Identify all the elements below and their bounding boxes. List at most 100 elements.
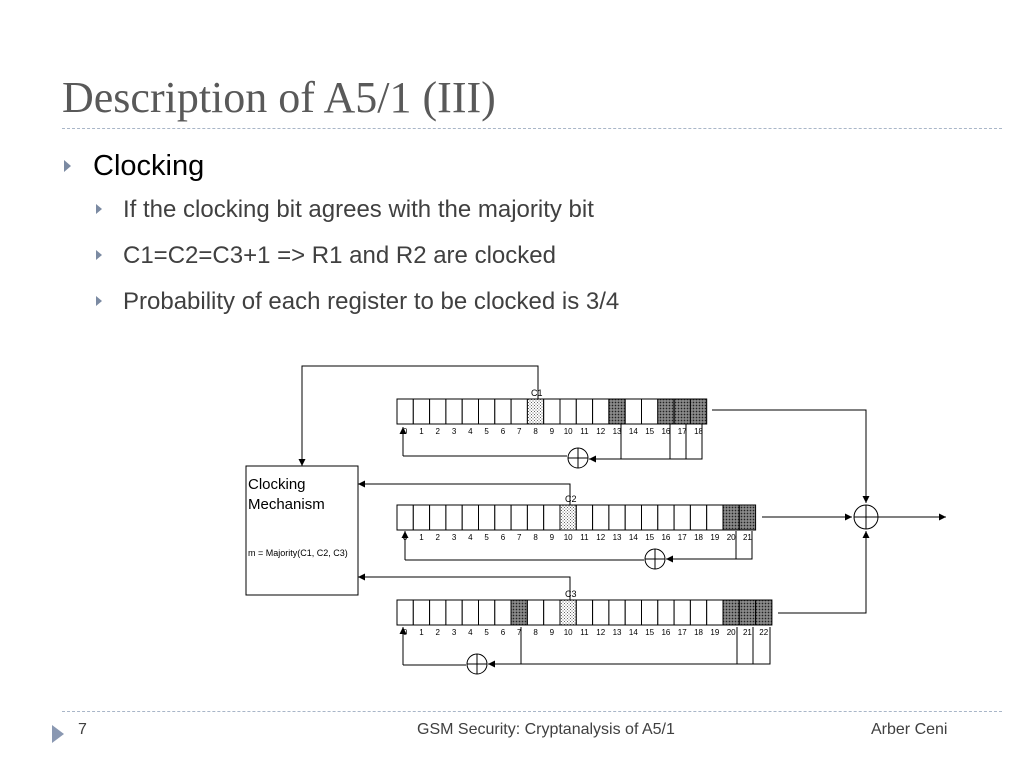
cell-index-label: 2: [436, 427, 441, 436]
subbullet-item: Probability of each register to be clock…: [60, 279, 619, 325]
register-cell: [608, 599, 626, 626]
cell-index-label: 1: [419, 427, 424, 436]
r3-output-line: [778, 531, 870, 614]
subbullet-item: C1=C2=C3+1 => R1 and R2 are clocked: [60, 233, 619, 279]
cell-index-label: 5: [484, 533, 489, 542]
register-cell: [738, 504, 757, 531]
register-cell: [641, 599, 659, 626]
cell-index-label: 4: [468, 427, 473, 436]
bullet-arrow-icon: [96, 296, 102, 306]
register-cell: [706, 504, 724, 531]
cell-index-label: 3: [452, 533, 457, 542]
register-cell: [592, 599, 610, 626]
title-divider: [62, 128, 1002, 129]
cell-index-label: 3: [452, 628, 457, 637]
cell-index-label: 7: [517, 533, 522, 542]
register-cell: [526, 599, 545, 626]
register-cell: [592, 504, 610, 531]
cell-index-label: 7: [517, 628, 522, 637]
footer-divider: [62, 711, 1002, 712]
register-cell: [689, 504, 708, 531]
register-cell: [706, 599, 724, 626]
slide-title: Description of A5/1 (III): [62, 73, 496, 122]
r1-output-line: [712, 409, 870, 503]
cell-index-label: 5: [484, 628, 489, 637]
cell-index-label: 14: [629, 628, 638, 637]
cell-index-label: 10: [564, 628, 573, 637]
register-cell: [510, 398, 528, 425]
register-cell: [445, 599, 463, 626]
register-cell: [461, 504, 480, 531]
register-cell: [461, 599, 480, 626]
cell-index-label: 9: [550, 427, 555, 436]
register-cell: [559, 504, 577, 531]
register-cell: [526, 398, 545, 425]
cell-index-label: 12: [596, 427, 605, 436]
subbullet-text: C1=C2=C3+1 => R1 and R2 are clocked: [123, 242, 556, 269]
cell-index-label: 19: [710, 628, 719, 637]
register-cell: [559, 599, 577, 626]
register-cell: [673, 599, 691, 626]
register-cell: [543, 398, 561, 425]
register-cell: [429, 398, 447, 425]
register-cell: [445, 504, 463, 531]
register-cell: [396, 398, 414, 425]
register-cell: [396, 504, 414, 531]
cell-index-label: 7: [517, 427, 522, 436]
cell-index-label: 21: [743, 628, 752, 637]
clock-box-line2: Mechanism: [248, 496, 325, 513]
cell-index-label: 11: [580, 533, 589, 542]
register-cell: [689, 398, 708, 425]
register-cell: [575, 599, 594, 626]
cell-index-label: 8: [533, 427, 538, 436]
bullet-list: Clocking If the clocking bit agrees with…: [60, 145, 619, 325]
cell-index-label: 15: [645, 628, 654, 637]
cell-index-label: 18: [694, 533, 703, 542]
footer-title: GSM Security: Cryptanalysis of A5/1: [417, 721, 675, 738]
c2-clock-line: [358, 480, 571, 505]
bullet-text: Clocking: [93, 150, 205, 182]
cell-index-label: 10: [564, 427, 573, 436]
footer-arrow-icon: [52, 725, 64, 743]
register-cell: [526, 504, 545, 531]
register-cell: [657, 504, 675, 531]
clocking-mechanism-box: [245, 465, 359, 596]
register-cell: [445, 398, 463, 425]
cell-index-label: 9: [550, 533, 555, 542]
register-cell: [412, 599, 431, 626]
register-cell: [608, 398, 626, 425]
register-cell: [738, 599, 757, 626]
register-cell: [478, 504, 496, 531]
register-cell: [689, 599, 708, 626]
cell-index-label: 22: [759, 628, 768, 637]
register-cell: [755, 599, 773, 626]
cell-index-label: 0: [403, 628, 408, 637]
cell-index-label: 15: [645, 427, 654, 436]
register-cell: [608, 504, 626, 531]
register-cell: [575, 504, 594, 531]
cell-index-label: 16: [661, 628, 670, 637]
register-cell: [510, 504, 528, 531]
cell-index-label: 17: [678, 427, 687, 436]
cell-index-label: 17: [678, 533, 687, 542]
cell-index-label: 18: [694, 628, 703, 637]
cell-index-label: 9: [550, 628, 555, 637]
register-cell: [494, 599, 512, 626]
register-label-c2: C2: [565, 494, 577, 504]
bullet-arrow-icon: [96, 204, 102, 214]
cell-index-label: 0: [403, 533, 408, 542]
page-number: 7: [78, 721, 87, 738]
subbullet-text: If the clocking bit agrees with the majo…: [123, 196, 594, 223]
cell-index-label: 2: [436, 628, 441, 637]
cell-index-label: 16: [661, 533, 670, 542]
register-cell: [575, 398, 594, 425]
subbullet-text: Probability of each register to be clock…: [123, 288, 620, 315]
register-cell: [673, 398, 691, 425]
c1-clock-line: [298, 365, 539, 466]
cell-index-label: 13: [613, 533, 622, 542]
register-cell: [543, 599, 561, 626]
subbullet-item: If the clocking bit agrees with the majo…: [60, 187, 619, 233]
